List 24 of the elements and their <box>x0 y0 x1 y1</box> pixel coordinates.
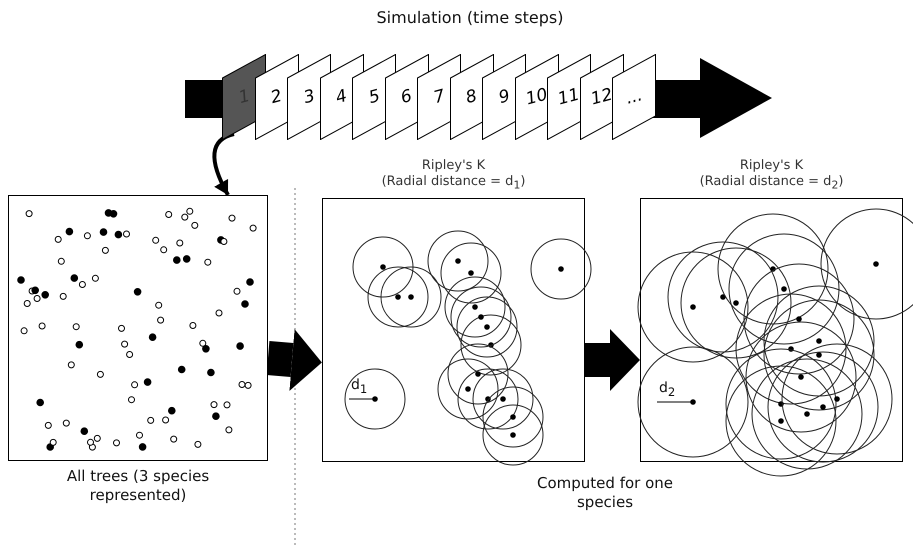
step-number: 10 <box>523 84 550 110</box>
step-number: 12 <box>588 84 615 110</box>
step-number: 6 <box>398 86 414 108</box>
panel-heading: (Radial distance = d$_{1}$) <box>380 174 526 192</box>
step-number: 11 <box>556 84 582 110</box>
panel-heading: All trees (3 species represented) <box>66 467 210 504</box>
step-number: 4 <box>334 86 350 108</box>
title: Simulation (time steps) <box>376 8 564 28</box>
step-number: 9 <box>496 86 512 108</box>
distance-label: d$_{1}$ <box>351 377 368 396</box>
panel-heading: Ripley's K <box>420 158 486 174</box>
panel-caption: Computed for one species <box>536 474 674 512</box>
step-number: 8 <box>464 86 480 108</box>
step-number: 3 <box>301 86 317 108</box>
panel-heading: (Radial distance = d$_{2}$) <box>698 174 844 192</box>
block-arrow <box>266 329 322 391</box>
step-number: ... <box>624 85 644 109</box>
step-number: 2 <box>268 86 284 108</box>
distance-label: d$_{2}$ <box>659 380 676 400</box>
curved-arrow <box>212 132 235 196</box>
panel-heading: Ripley's K <box>738 158 804 174</box>
step-number: 5 <box>366 86 382 108</box>
step-number: 7 <box>431 86 447 108</box>
block-arrow <box>585 329 640 391</box>
